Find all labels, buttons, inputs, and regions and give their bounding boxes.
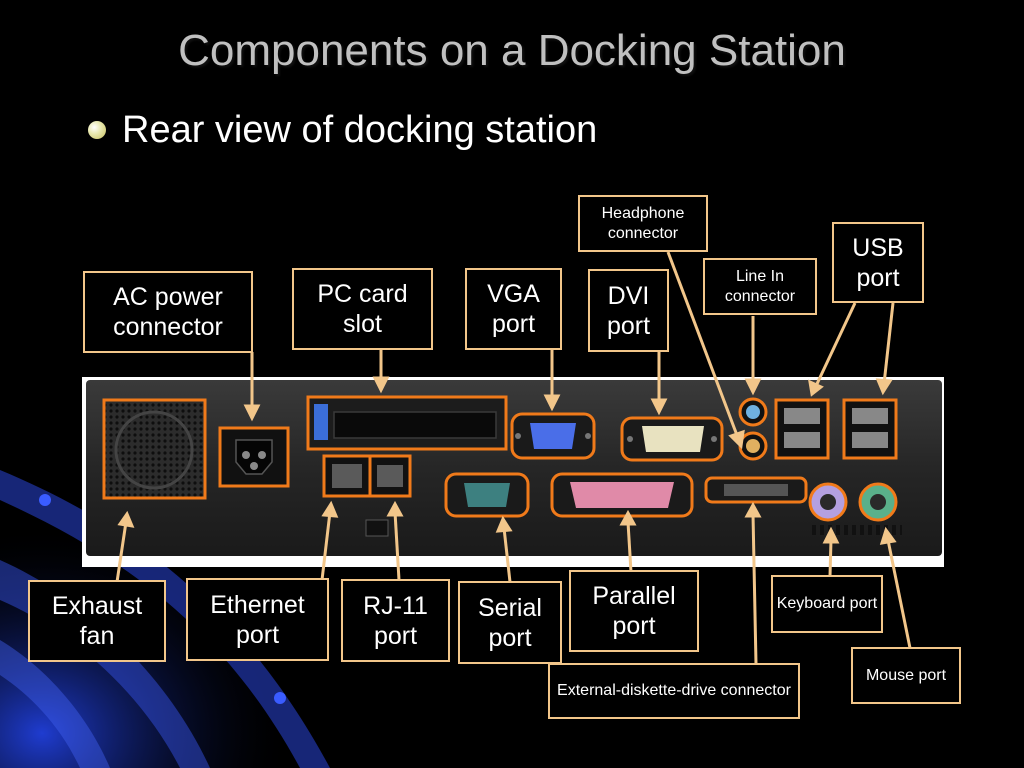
- label-text: Line In connector: [724, 268, 796, 305]
- arrowhead: [117, 510, 135, 528]
- label-line-in-connector: Line In connector: [703, 258, 817, 315]
- arrowhead: [875, 378, 893, 396]
- label-text: Headphone connector: [601, 205, 685, 242]
- pointer-keyboard: [828, 539, 833, 577]
- label-exhaust-fan: Exhaust fan: [28, 580, 166, 662]
- arrowhead: [650, 398, 668, 416]
- pointer-serial: [502, 527, 512, 583]
- pointer-exhaust: [115, 521, 128, 583]
- pointer-mouse: [886, 539, 912, 649]
- serial-port-graphic: [444, 472, 530, 518]
- pointer-lines: [115, 251, 912, 665]
- pc-card-slot-graphic: [306, 395, 508, 451]
- label-text: PC card slot: [317, 280, 408, 338]
- label-parallel-port: Parallel port: [569, 570, 699, 652]
- arrowhead: [744, 501, 762, 518]
- vga-port-graphic: [510, 412, 596, 460]
- ac-power-graphic: [218, 426, 290, 488]
- arrowhead: [728, 429, 745, 450]
- arrowhead: [543, 394, 561, 412]
- pointer-rj11: [393, 511, 401, 581]
- label-ac-power-connector: AC power connector: [83, 271, 253, 353]
- bullet-icon: [88, 121, 106, 139]
- arrowhead: [744, 378, 762, 396]
- parallel-port-graphic: [550, 472, 694, 518]
- label-external-diskette-drive-connector: External-diskette-drive connector: [548, 663, 800, 719]
- label-ethernet-port: Ethernet port: [186, 578, 329, 661]
- pointer-usb-left: [814, 302, 857, 387]
- label-keyboard-port: Keyboard port: [771, 575, 883, 633]
- arrowhead: [372, 376, 390, 394]
- audio-jacks-graphic: [738, 397, 768, 461]
- label-text: RJ-11 port: [363, 591, 428, 650]
- label-text: Serial port: [478, 593, 542, 652]
- label-usb-port: USB port: [832, 222, 924, 303]
- label-pc-card-slot: PC card slot: [292, 268, 433, 350]
- pointer-usb-right: [882, 302, 895, 385]
- label-serial-port: Serial port: [458, 581, 562, 664]
- label-headphone-connector: Headphone connector: [578, 195, 708, 252]
- label-text: External-diskette-drive connector: [557, 682, 791, 700]
- label-text: Mouse port: [865, 666, 947, 684]
- label-vga-port: VGA port: [465, 268, 562, 350]
- swirl-dot: [274, 692, 286, 704]
- pointer-diskette: [751, 513, 758, 665]
- label-text: VGA port: [487, 280, 540, 338]
- label-text: AC power connector: [113, 283, 223, 341]
- arrowhead: [879, 526, 897, 545]
- slide-title: Components on a Docking Station: [178, 26, 846, 75]
- diskette-connector-graphic: [704, 476, 808, 504]
- label-rj11-port: RJ-11 port: [341, 579, 450, 662]
- usb-ports-graphic: [774, 398, 898, 460]
- bullet-item: Rear view of docking station: [88, 104, 597, 156]
- label-text: Parallel port: [592, 582, 676, 640]
- dvi-port-graphic: [620, 416, 724, 462]
- label-text: DVI port: [606, 281, 651, 340]
- arrowhead: [822, 526, 840, 544]
- arrowhead: [321, 500, 339, 518]
- arrowhead: [808, 379, 824, 397]
- pointer-ethernet: [320, 511, 332, 581]
- arrowhead: [243, 404, 261, 422]
- pointer-parallel: [626, 521, 633, 573]
- arrowhead: [386, 500, 404, 517]
- bullet-text: Rear view of docking station: [122, 108, 598, 151]
- label-text: USB port: [852, 233, 904, 292]
- label-text: Ethernet port: [210, 590, 305, 649]
- label-text: Keyboard port: [776, 595, 878, 613]
- exhaust-fan-graphic: [102, 398, 207, 500]
- pointer-headphone: [666, 251, 740, 439]
- arrowhead: [619, 509, 637, 526]
- label-text: Exhaust fan: [51, 592, 143, 650]
- arrowhead: [495, 515, 513, 533]
- ethernet-rj11-graphic: [322, 454, 412, 537]
- chassis: [86, 380, 942, 556]
- swirl-dot: [39, 494, 51, 506]
- label-dvi-port: DVI port: [588, 269, 669, 352]
- label-mouse-port: Mouse port: [851, 647, 961, 704]
